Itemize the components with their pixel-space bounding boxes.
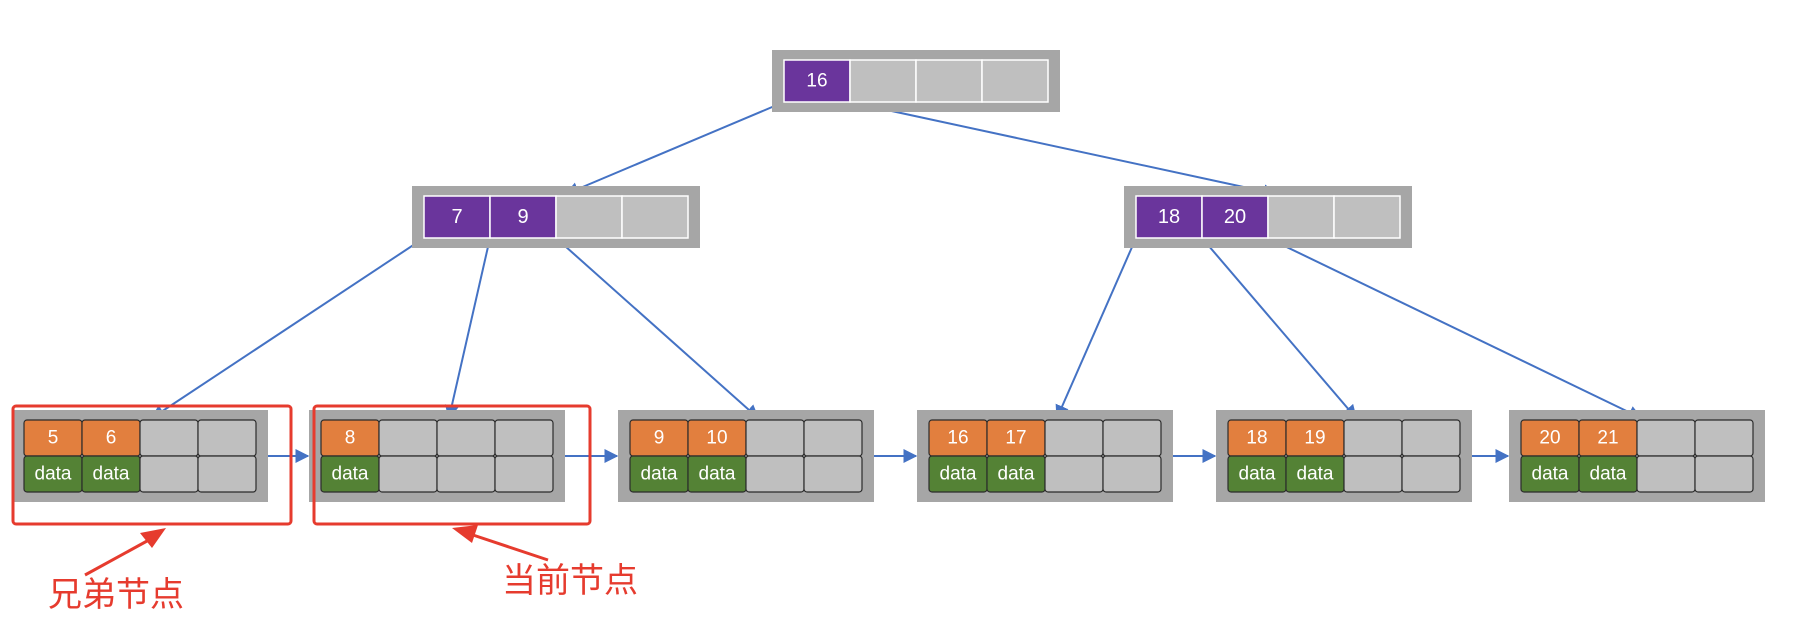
empty-key-slot bbox=[803, 419, 863, 457]
edge-root-to-left bbox=[564, 101, 785, 196]
empty-key-slot bbox=[1694, 419, 1754, 457]
key-label: 19 bbox=[1304, 428, 1325, 449]
empty-key-slot bbox=[621, 195, 689, 239]
edge-left-to-leaf-3 bbox=[555, 237, 760, 419]
leaf-node-6: 20 data 21 data bbox=[1509, 410, 1765, 502]
empty-data-slot bbox=[745, 455, 805, 493]
key-label: 5 bbox=[48, 428, 59, 449]
empty-key-slot bbox=[1343, 419, 1403, 457]
sibling-node-label: 兄弟节点 bbox=[48, 576, 184, 614]
key-cell bbox=[423, 195, 491, 239]
sibling-node-highlight-box bbox=[11, 404, 293, 526]
current-node-label: 当前节点 bbox=[502, 562, 638, 600]
empty-data-slot bbox=[1636, 455, 1696, 493]
edge-root-to-right bbox=[849, 101, 1278, 199]
data-label: data bbox=[332, 464, 369, 485]
empty-key-slot bbox=[1267, 195, 1335, 239]
leaf-node-3: 9 data 10 data bbox=[618, 410, 874, 502]
empty-key-slot bbox=[1102, 419, 1162, 457]
data-label: data bbox=[1532, 464, 1569, 485]
edge-left-to-leaf-2 bbox=[444, 237, 491, 420]
empty-key-slot bbox=[436, 419, 496, 457]
empty-data-slot bbox=[1102, 455, 1162, 493]
leaf-node-5: 18 data 19 data bbox=[1216, 410, 1472, 502]
empty-key-slot bbox=[981, 59, 1049, 103]
key-label: 16 bbox=[806, 71, 827, 92]
key-label: 9 bbox=[517, 206, 528, 228]
data-label: data bbox=[35, 464, 72, 485]
empty-data-slot bbox=[1044, 455, 1104, 493]
key-label: 7 bbox=[451, 206, 462, 228]
empty-data-slot bbox=[139, 455, 199, 493]
empty-data-slot bbox=[494, 455, 554, 493]
highlight-annotations: 兄弟节点 当前节点 bbox=[11, 404, 638, 614]
empty-key-slot bbox=[1333, 195, 1401, 239]
empty-key-slot bbox=[494, 419, 554, 457]
key-label: 18 bbox=[1158, 206, 1180, 228]
data-label: data bbox=[699, 464, 736, 485]
empty-data-slot bbox=[803, 455, 863, 493]
leaf-node-1: 5 data 6 data bbox=[12, 410, 268, 502]
empty-key-slot bbox=[555, 195, 623, 239]
empty-data-slot bbox=[1401, 455, 1461, 493]
empty-key-slot bbox=[378, 419, 438, 457]
data-label: data bbox=[1239, 464, 1276, 485]
empty-key-slot bbox=[139, 419, 199, 457]
current-pointer-arrow bbox=[452, 525, 549, 562]
empty-key-slot bbox=[197, 419, 257, 457]
edge-left-to-leaf-1 bbox=[150, 237, 425, 419]
key-label: 8 bbox=[345, 428, 356, 449]
data-label: data bbox=[641, 464, 678, 485]
key-label: 17 bbox=[1005, 428, 1026, 449]
empty-data-slot bbox=[197, 455, 257, 493]
empty-key-slot bbox=[915, 59, 983, 103]
data-label: data bbox=[1297, 464, 1334, 485]
tree-edges bbox=[150, 101, 1643, 463]
key-label: 16 bbox=[947, 428, 968, 449]
root-node: 16 bbox=[772, 50, 1060, 112]
edge-right-to-leaf-5 bbox=[1201, 237, 1357, 420]
empty-key-slot bbox=[1636, 419, 1696, 457]
data-label: data bbox=[93, 464, 130, 485]
empty-key-slot bbox=[1401, 419, 1461, 457]
edge-right-to-leaf-4 bbox=[1055, 237, 1137, 420]
leaf-node-2: 8 data bbox=[309, 410, 565, 502]
leaf-node-4: 16 data 17 data bbox=[917, 410, 1173, 502]
edge-right-to-leaf-6 bbox=[1267, 237, 1643, 419]
key-label: 9 bbox=[654, 428, 665, 449]
empty-data-slot bbox=[1694, 455, 1754, 493]
key-label: 18 bbox=[1246, 428, 1267, 449]
empty-key-slot bbox=[1044, 419, 1104, 457]
key-label: 6 bbox=[106, 428, 117, 449]
empty-key-slot bbox=[745, 419, 805, 457]
data-label: data bbox=[998, 464, 1035, 485]
key-label: 10 bbox=[706, 428, 727, 449]
data-label: data bbox=[940, 464, 977, 485]
key-label: 21 bbox=[1597, 428, 1618, 449]
empty-key-slot bbox=[849, 59, 917, 103]
current-node-highlight-box bbox=[312, 404, 592, 526]
key-label: 20 bbox=[1224, 206, 1246, 228]
key-label: 20 bbox=[1539, 428, 1560, 449]
empty-data-slot bbox=[1343, 455, 1403, 493]
empty-data-slot bbox=[436, 455, 496, 493]
sibling-pointer-arrow bbox=[84, 528, 166, 577]
data-label: data bbox=[1590, 464, 1627, 485]
empty-data-slot bbox=[378, 455, 438, 493]
key-cell bbox=[783, 59, 851, 103]
